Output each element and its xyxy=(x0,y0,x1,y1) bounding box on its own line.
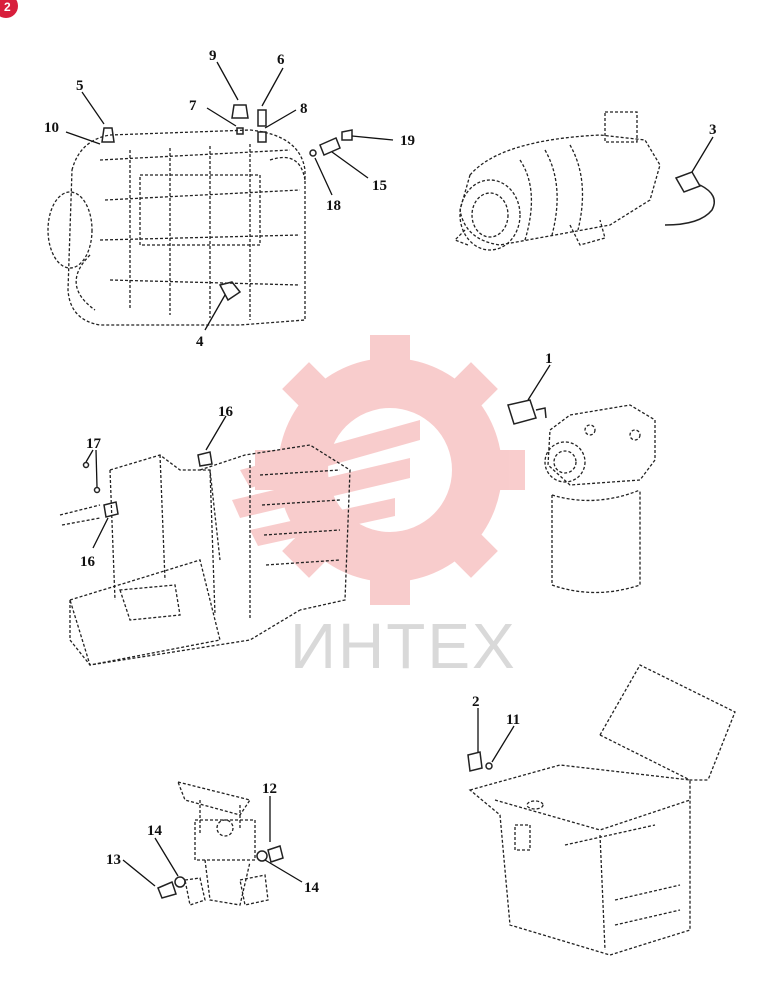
callout-16-top: 16 xyxy=(218,404,234,420)
fuel-filter-illustration xyxy=(507,399,656,594)
page-badge: 2 xyxy=(0,0,18,18)
callout-12: 12 xyxy=(262,781,277,797)
callout-16-bottom: 16 xyxy=(80,554,96,570)
callout-19: 19 xyxy=(400,133,415,149)
callout-3: 3 xyxy=(709,122,717,138)
engine-illustration xyxy=(47,129,306,326)
engine-sensors xyxy=(101,104,353,157)
callout-11: 11 xyxy=(506,712,520,728)
callout-labels: 5 10 9 6 7 8 19 15 18 4 3 1 16 17 16 2 1… xyxy=(44,48,717,896)
callout-18: 18 xyxy=(326,198,341,214)
callout-5: 5 xyxy=(76,78,84,94)
callout-14-right: 14 xyxy=(304,880,320,896)
callout-9: 9 xyxy=(209,48,217,64)
callout-7: 7 xyxy=(189,98,197,114)
callout-17: 17 xyxy=(86,436,102,452)
leader-lines xyxy=(65,61,714,887)
page-badge-label: 2 xyxy=(4,0,11,14)
callout-13: 13 xyxy=(106,852,121,868)
callout-15: 15 xyxy=(372,178,387,194)
fuel-tank-illustration xyxy=(467,664,736,956)
callout-1: 1 xyxy=(545,351,553,367)
callout-2: 2 xyxy=(472,694,480,710)
brake-valve-illustration xyxy=(157,781,284,906)
chassis-frame-illustration xyxy=(59,444,351,666)
air-cleaner-illustration xyxy=(453,111,715,251)
watermark-gear-icon xyxy=(232,335,525,605)
callout-8: 8 xyxy=(300,101,308,117)
callout-14-left: 14 xyxy=(147,823,163,839)
watermark-text: ИНТЕХ xyxy=(290,610,517,682)
callout-4: 4 xyxy=(196,334,204,350)
callout-10: 10 xyxy=(44,120,59,136)
callout-6: 6 xyxy=(277,52,285,68)
